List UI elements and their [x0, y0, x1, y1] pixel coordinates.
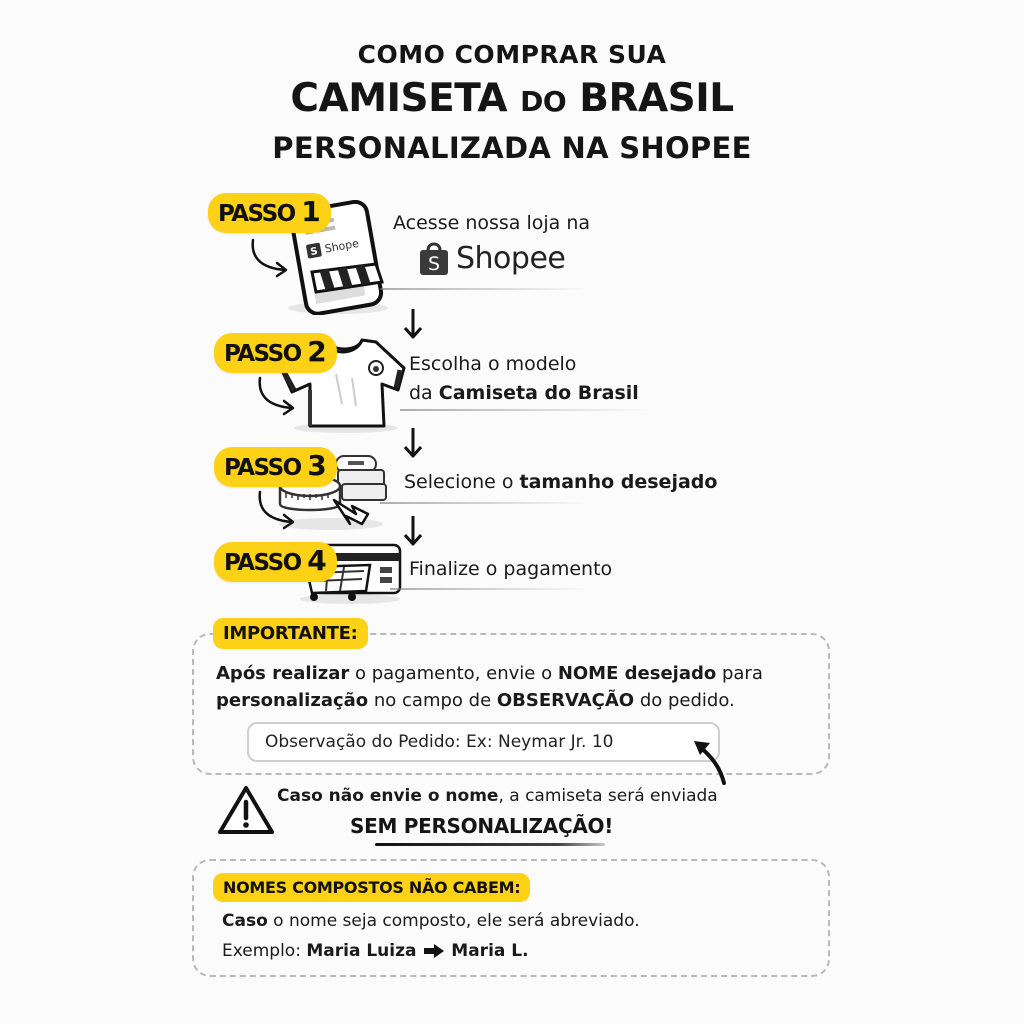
title-brasil: BRASIL — [566, 76, 734, 121]
down-arrow-icon — [403, 516, 423, 546]
compound-names-box — [192, 859, 830, 977]
step-1-underline — [380, 288, 590, 290]
important-line-2-plain-1: no campo de — [368, 690, 497, 711]
step-2-text-line-1: Escolha o modelo — [409, 353, 577, 375]
compound-line-2-plain: Exemplo: — [222, 941, 307, 961]
down-arrow-icon — [403, 309, 423, 339]
important-line-2: personalização no campo de OBSERVAÇÃO do… — [216, 686, 735, 716]
important-line-1-bold-2: NOME desejado — [557, 663, 717, 684]
title-line-3: PERSONALIZADA NA SHOPEE — [272, 131, 752, 165]
step-badge-word: PASSO — [218, 201, 296, 227]
shopee-brand-label: Shopee — [456, 240, 566, 276]
warning-text-plain: , a camiseta será enviada — [498, 786, 718, 806]
step-badge-word: PASSO — [224, 341, 302, 367]
compound-line-1-plain: o nome seja composto, ele será abreviado… — [267, 911, 640, 931]
warning-icon — [218, 786, 274, 834]
svg-text:S: S — [428, 253, 440, 275]
compound-line-1-bold: Caso — [222, 911, 268, 931]
pointer-arrow-icon — [694, 741, 726, 785]
phone-shopee-label: Shope — [324, 237, 360, 256]
important-line-1-plain-2: para — [716, 663, 763, 684]
title-line-1: COMO COMPRAR SUA — [357, 40, 667, 69]
important-tag: IMPORTANTE: — [213, 618, 368, 649]
important-line-2-bold-1: personalização — [216, 690, 369, 711]
compound-names-tag: NOMES COMPOSTOS NÃO CABEM: — [213, 873, 531, 902]
right-arrow-icon — [423, 944, 444, 958]
important-line-2-bold-2: OBSERVAÇÃO — [496, 690, 635, 711]
step-badge-number: 2 — [307, 335, 326, 368]
compound-example-from: Maria Luiza — [306, 941, 417, 961]
step-3-badge: PASSO 3 — [214, 447, 338, 487]
warning-text-bold: Caso não envie o nome — [277, 786, 499, 806]
step-4-underline — [390, 588, 590, 590]
step-badge-number: 4 — [307, 544, 326, 577]
step-badge-number: 1 — [301, 195, 320, 228]
step-2-text-bold: Camiseta do Brasil — [438, 382, 639, 404]
important-line-1: Após realizar o pagamento, envie o NOME … — [216, 659, 763, 689]
title-camiseta: CAMISETA — [290, 76, 521, 121]
step-4-text: Finalize o pagamento — [409, 558, 613, 580]
title-do: DO — [520, 85, 567, 118]
step-2-badge: PASSO 2 — [214, 333, 338, 373]
page-title: COMO COMPRAR SUA CAMISETA DO BRASIL PERS… — [0, 36, 1024, 169]
step-3-text: Selecione o tamanho desejado — [404, 467, 717, 497]
step-3-text-plain: Selecione o — [404, 471, 520, 493]
step-1-badge: PASSO 1 — [208, 193, 332, 233]
step-2-text-line-2: da Camiseta do Brasil — [409, 378, 639, 408]
step-badge-word: PASSO — [224, 455, 302, 481]
warning-underline — [375, 843, 605, 846]
compound-names-line-2: Exemplo: Maria Luiza Maria L. — [222, 936, 529, 966]
warning-text: Caso não envie o nome, a camiseta será e… — [277, 786, 718, 806]
svg-text:S: S — [310, 246, 319, 258]
compound-names-line-1: Caso o nome seja composto, ele será abre… — [222, 906, 640, 936]
important-line-1-plain-1: o pagamento, envie o — [349, 663, 558, 684]
curved-arrow-icon — [258, 490, 295, 530]
curved-arrow-icon — [251, 238, 288, 278]
step-badge-word: PASSO — [224, 550, 302, 576]
step-badge-number: 3 — [307, 449, 326, 482]
step-1-text: Acesse nossa loja na — [393, 212, 591, 234]
step-4-badge: PASSO 4 — [214, 542, 338, 582]
order-note-field[interactable]: Observação do Pedido: Ex: Neymar Jr. 10 — [247, 722, 720, 762]
step-2-underline — [400, 409, 650, 411]
important-line-1-bold-1: Após realizar — [216, 663, 350, 684]
step-2-text-plain: da — [409, 382, 439, 404]
shopee-bag-icon: S — [420, 242, 448, 275]
down-arrow-icon — [403, 428, 423, 458]
shopee-logo: S Shopee — [418, 240, 566, 276]
step-3-underline — [380, 502, 590, 504]
step-3-text-bold: tamanho desejado — [519, 471, 718, 493]
important-line-2-plain-2: do pedido. — [634, 690, 735, 711]
curved-arrow-icon — [258, 376, 295, 416]
compound-example-to: Maria L. — [451, 941, 529, 961]
warning-strong: SEM PERSONALIZAÇÃO! — [350, 814, 614, 838]
important-box — [192, 633, 830, 775]
title-line-2: CAMISETA DO BRASIL — [0, 74, 1024, 127]
